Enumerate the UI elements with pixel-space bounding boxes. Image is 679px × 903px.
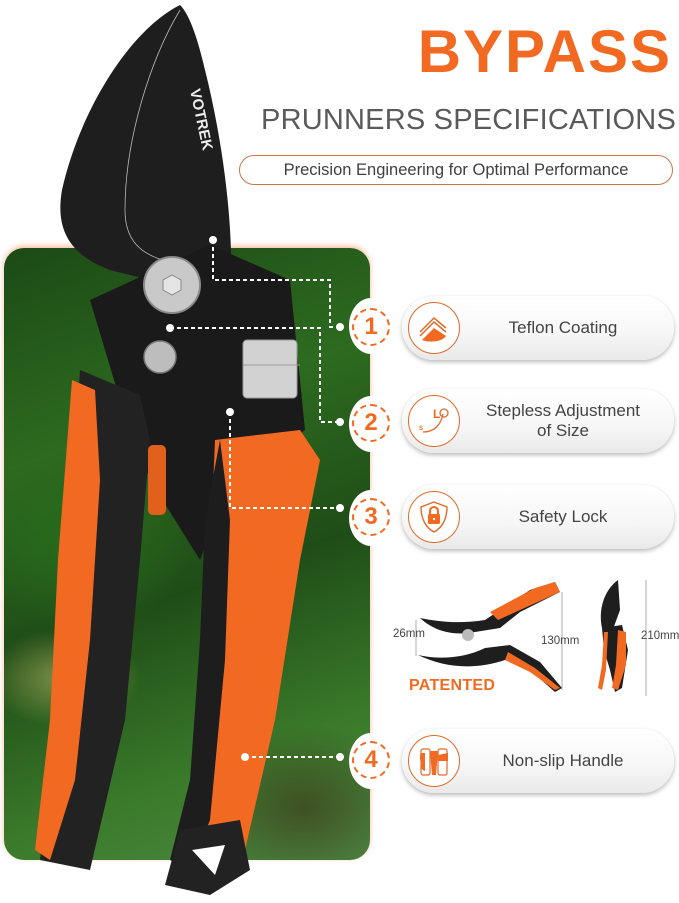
feature-label: Teflon Coating — [508, 318, 618, 337]
open-width-dimension: 130mm — [541, 635, 580, 647]
callout-number-3: 3 — [352, 498, 390, 536]
size-adjust-icon: L S — [408, 395, 460, 447]
feature-label: Stepless Adjustment of Size — [485, 401, 641, 440]
total-length-dimension: 210mm — [641, 630, 679, 642]
tagline-badge: Precision Engineering for Optimal Perfor… — [239, 155, 673, 185]
subtitle: PRUNNERS SPECIFICATIONS — [261, 104, 676, 136]
svg-text:L: L — [433, 407, 440, 421]
svg-text:S: S — [419, 426, 423, 432]
dimension-diagram — [415, 580, 647, 696]
main-title: BYPASS — [417, 18, 672, 85]
teflon-layers-icon — [408, 302, 460, 354]
feature-label: Safety Lock — [518, 507, 608, 526]
feature-teflon-coating: Teflon Coating — [402, 296, 674, 360]
feature-label: Non-slip Handle — [502, 751, 624, 770]
background-panel — [4, 248, 370, 860]
grip-handle-icon — [408, 735, 460, 787]
blade-opening-dimension: 26mm — [393, 628, 425, 640]
shield-lock-icon — [408, 491, 460, 543]
feature-non-slip-handle: Non-slip Handle — [402, 729, 674, 793]
callout-number-2: 2 — [352, 404, 390, 442]
feature-stepless-adjustment: L S Stepless Adjustment of Size — [402, 389, 674, 453]
callout-number-4: 4 — [352, 741, 390, 779]
brand-logo: VOTREK — [186, 87, 216, 152]
patented-badge: PATENTED — [409, 677, 496, 694]
feature-safety-lock: Safety Lock — [402, 485, 674, 549]
tagline-text: Precision Engineering for Optimal Perfor… — [283, 160, 629, 179]
callout-number-1: 1 — [352, 308, 390, 346]
